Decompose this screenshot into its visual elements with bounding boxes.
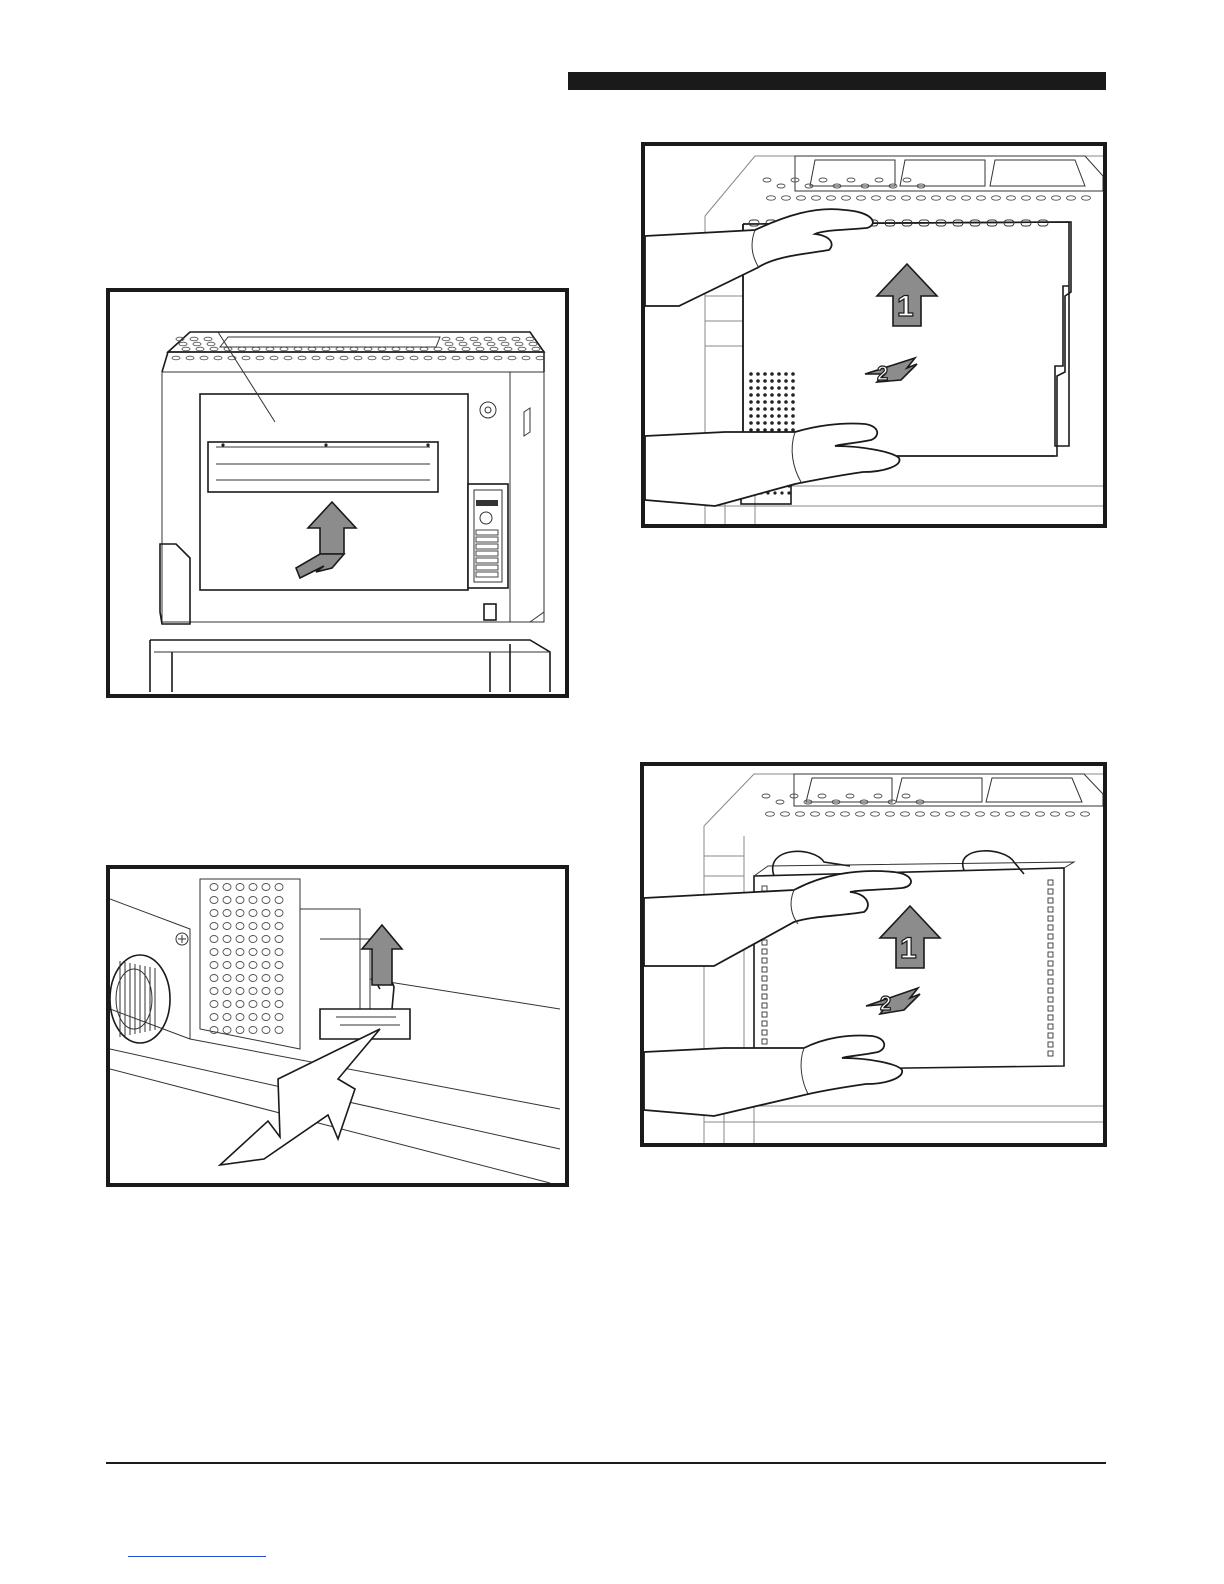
figure-oven-front	[106, 288, 569, 698]
footer-rule	[106, 1462, 1106, 1464]
step-1-label: 1	[897, 290, 914, 323]
step-1-label-b: 1	[900, 932, 917, 965]
figure-clip-release	[106, 865, 569, 1187]
step-2-label-b: 2	[880, 993, 891, 1015]
footer-link-underline[interactable]	[128, 1556, 266, 1557]
figure-lift-element: 1 2	[640, 762, 1107, 1147]
figure-lift-panel: 1 2	[641, 142, 1107, 528]
step-2-label: 2	[877, 363, 888, 385]
header-bar	[568, 72, 1106, 90]
